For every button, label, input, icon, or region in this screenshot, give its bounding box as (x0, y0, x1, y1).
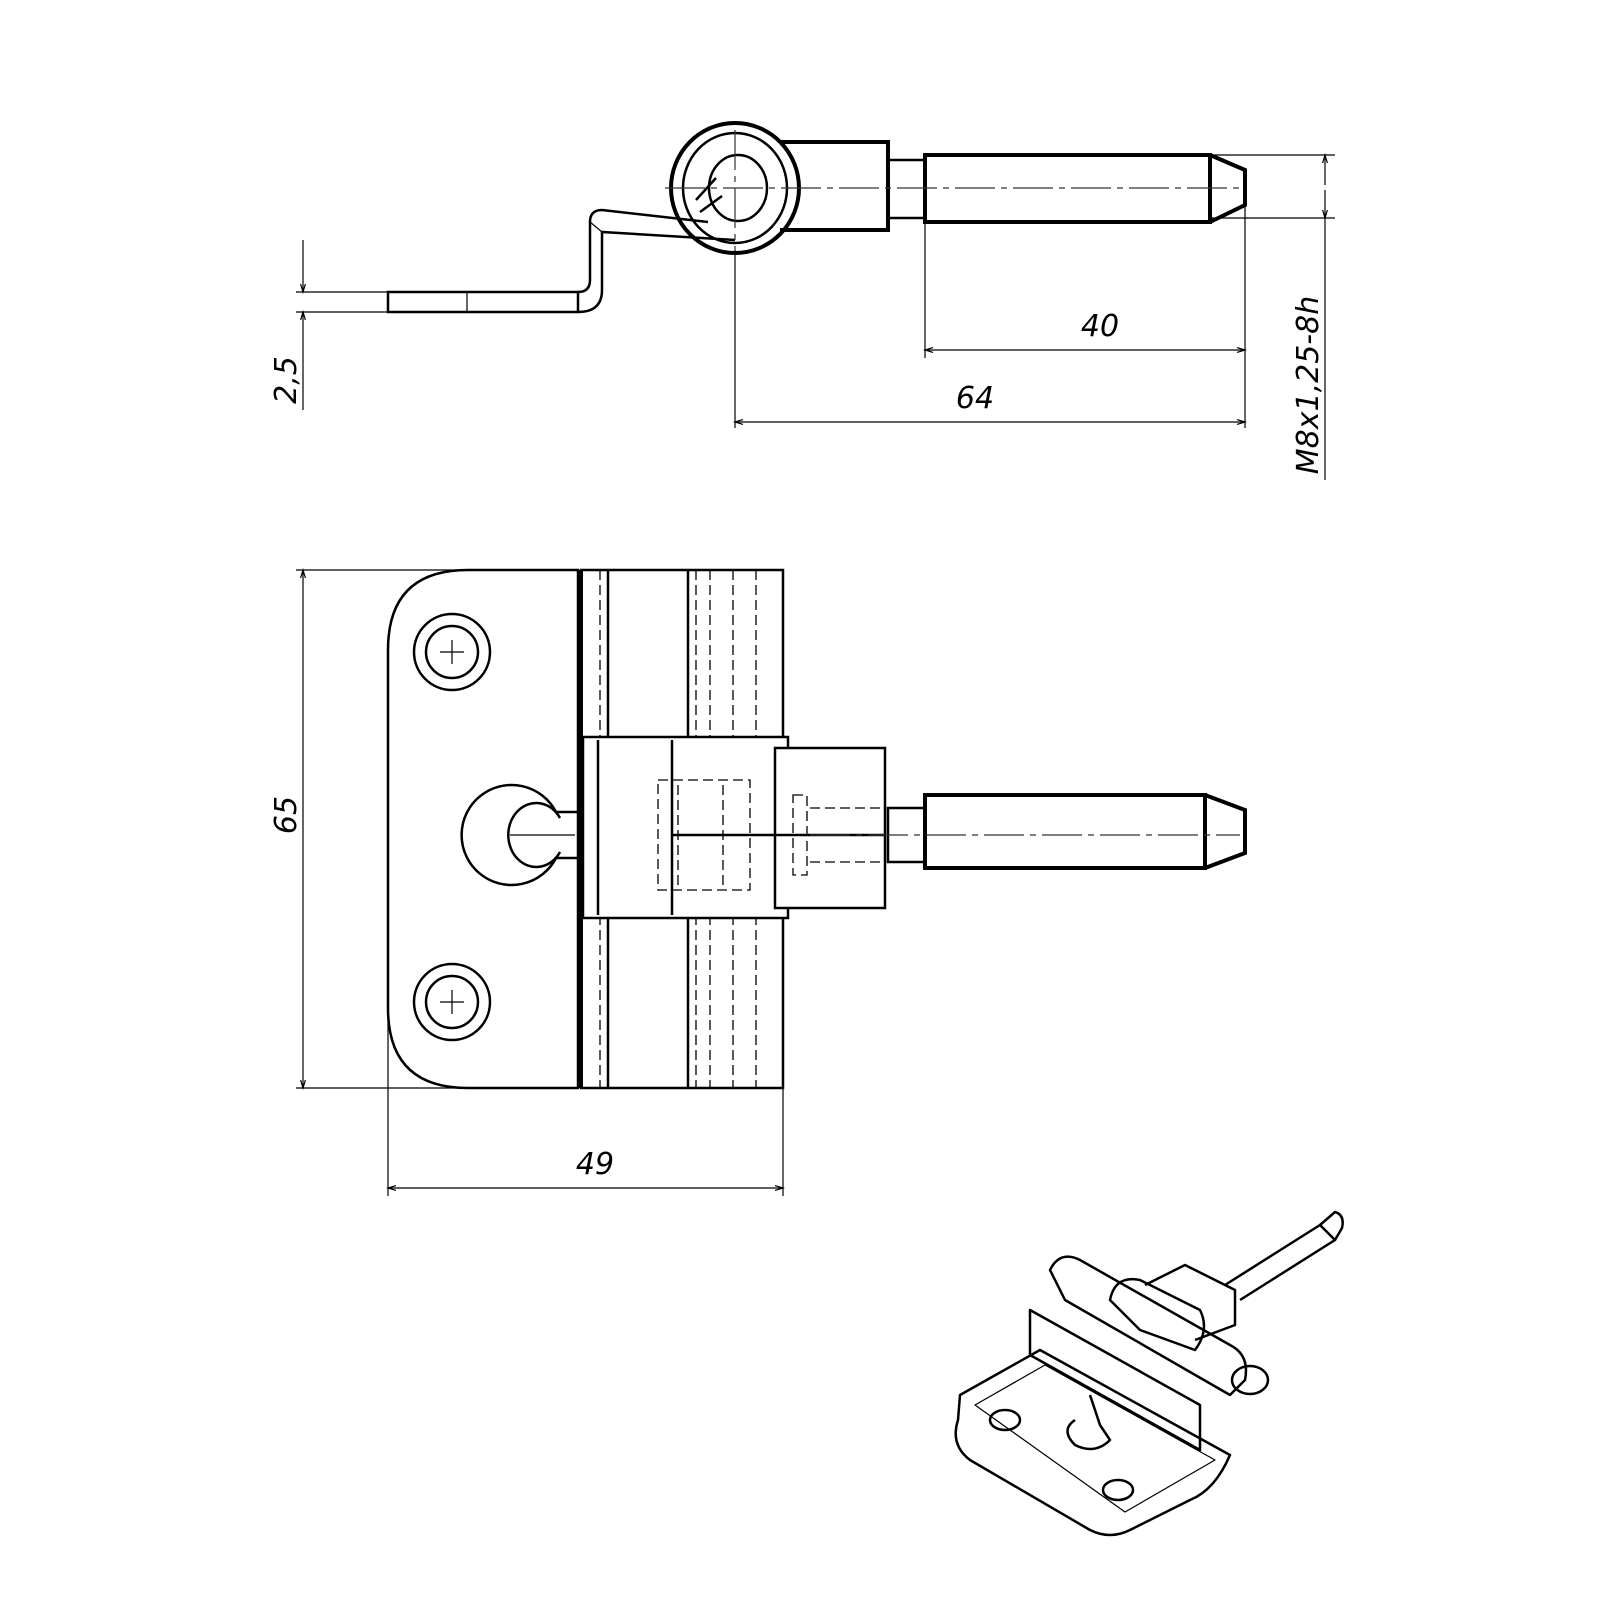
pin-tip (1209, 153, 1247, 224)
dim-label-64: 64 (956, 381, 994, 416)
pin-tip-front (1204, 793, 1247, 870)
mounting-hole-top (412, 612, 492, 692)
iso-hole-left (988, 1408, 1022, 1432)
dim-label-thread: M8x1,25-8h (1291, 296, 1326, 474)
iso-pin-tip (1319, 1210, 1344, 1241)
top-view (386, 121, 1247, 314)
hex-nut (773, 746, 887, 910)
z-bend (577, 208, 709, 294)
dim-thread-spec: M8x1,25-8h (1210, 152, 1335, 480)
mounting-tab (386, 290, 580, 314)
pin-neck (886, 158, 927, 220)
keyhole-slot (460, 783, 580, 887)
iso-knuckle (1108, 1277, 1206, 1352)
threaded-pin-front (923, 793, 1207, 870)
iso-keyhole (1066, 1394, 1112, 1451)
dim-plate-width: 49 (385, 1008, 786, 1196)
iso-barrel-leaf (1028, 1308, 1202, 1452)
dim-label-2-5: 2,5 (269, 356, 304, 404)
dim-plate-height: 65 (269, 567, 468, 1091)
iso-pin (1224, 1223, 1337, 1302)
isometric-view (954, 1210, 1344, 1537)
iso-plate (954, 1348, 1232, 1537)
iso-barrel (1048, 1255, 1248, 1397)
eye-hole (707, 153, 769, 223)
dim-label-49: 49 (576, 1147, 614, 1182)
front-view (386, 568, 1247, 1090)
center-knuckle (581, 735, 790, 920)
mounting-hole-bottom (412, 962, 492, 1042)
internal-thread (657, 779, 751, 891)
dim-label-65: 65 (269, 796, 304, 834)
dim-label-40: 40 (1081, 309, 1119, 344)
iso-hole-right (1101, 1478, 1135, 1502)
dim-overall-reach: 64 (732, 250, 1248, 428)
dim-tab-thickness: 2,5 (269, 240, 388, 410)
base-plate (386, 568, 580, 1090)
dim-pin-length: 40 (922, 205, 1248, 428)
nut-block (780, 140, 890, 232)
iso-nut (1144, 1263, 1237, 1342)
